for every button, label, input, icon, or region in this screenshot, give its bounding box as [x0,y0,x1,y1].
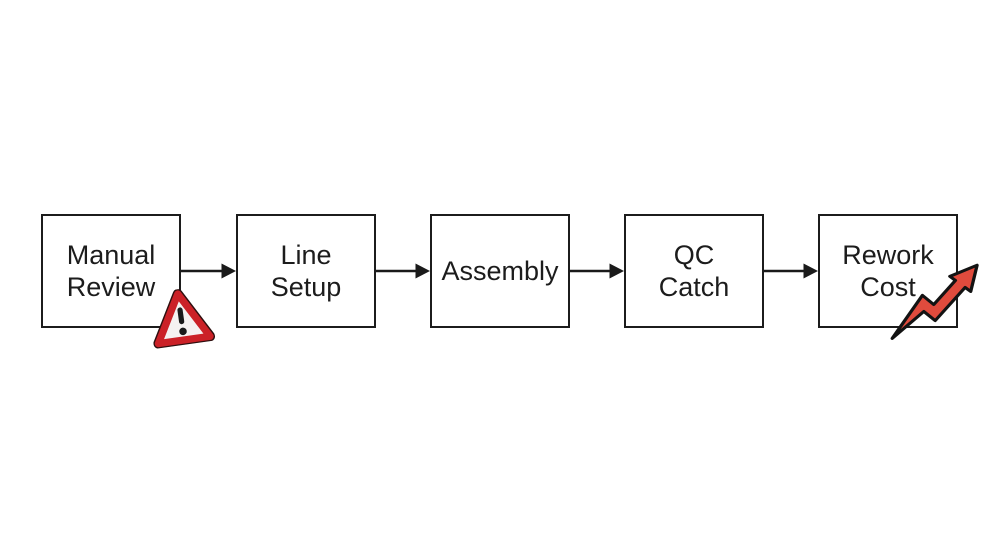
trend-up-arrow-shape [890,263,979,340]
node-label: Line [280,240,332,270]
node-label: QC [673,240,715,270]
node-label: Setup [270,272,342,302]
warning-triangle-icon [153,288,216,349]
node-label: Cost [860,272,916,302]
node-line-setup: Line Setup [236,214,376,328]
node-qc-catch: QC Catch [624,214,764,328]
flow-arrow-icon [181,263,236,279]
node-label: Manual [66,240,156,270]
flow-arrow-icon [763,263,818,279]
warning-triangle-border [154,290,214,348]
flow-arrow-icon [569,263,624,279]
flow-arrow-icon [375,263,430,279]
trend-up-arrow-icon [890,263,979,340]
node-label: Assembly [441,256,559,286]
node-manual-review: Manual Review [41,214,181,328]
node-assembly: Assembly [430,214,570,328]
exclamation-dot [179,327,187,336]
node-label: Review [66,272,156,302]
exclamation-mark [177,307,185,325]
node-label: Catch [658,272,730,302]
node-label: Rework [842,240,934,270]
